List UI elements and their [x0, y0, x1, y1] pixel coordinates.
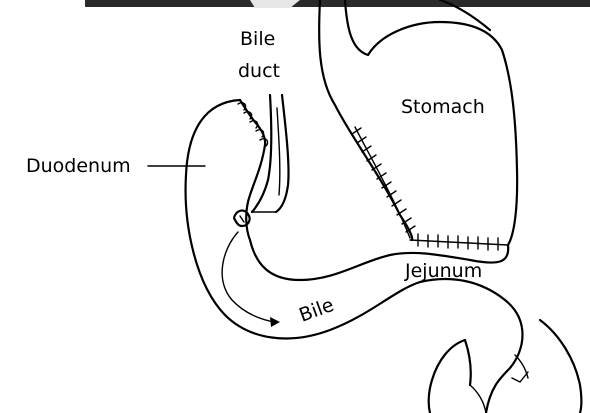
stomach-outline [319, 0, 412, 240]
jejunum-loop-fold [465, 340, 471, 385]
stomach-outer-wall [345, 0, 517, 245]
jejunum-loop-left [429, 340, 465, 413]
jejunum-fold-lines [470, 355, 528, 413]
bile-duct-label-line1: Bile [240, 28, 275, 50]
bile-duct-inner-line [277, 108, 280, 195]
stomach-label: Stomach [401, 96, 485, 118]
bile-duct-label-line2: duct [238, 60, 280, 82]
duodenum-stump-edge [240, 100, 265, 145]
anastomosis-staples [418, 234, 498, 250]
ampulla-inner [240, 216, 244, 222]
bile-label: Bile [296, 294, 337, 327]
duodenum-label: Duodenum [26, 155, 131, 177]
duodenum-outer-wall [186, 100, 523, 413]
top-dark-band [85, 0, 590, 7]
bile-duct-left-wall [252, 95, 271, 212]
bile-flow-arrowhead [270, 317, 280, 327]
jejunum-label: Jejunum [404, 260, 482, 282]
duodenum-stump-sutures [238, 103, 268, 146]
bile-flow-arrow [222, 232, 275, 322]
anastomosis-line [410, 240, 508, 245]
jejunum-loop-right [540, 320, 582, 413]
